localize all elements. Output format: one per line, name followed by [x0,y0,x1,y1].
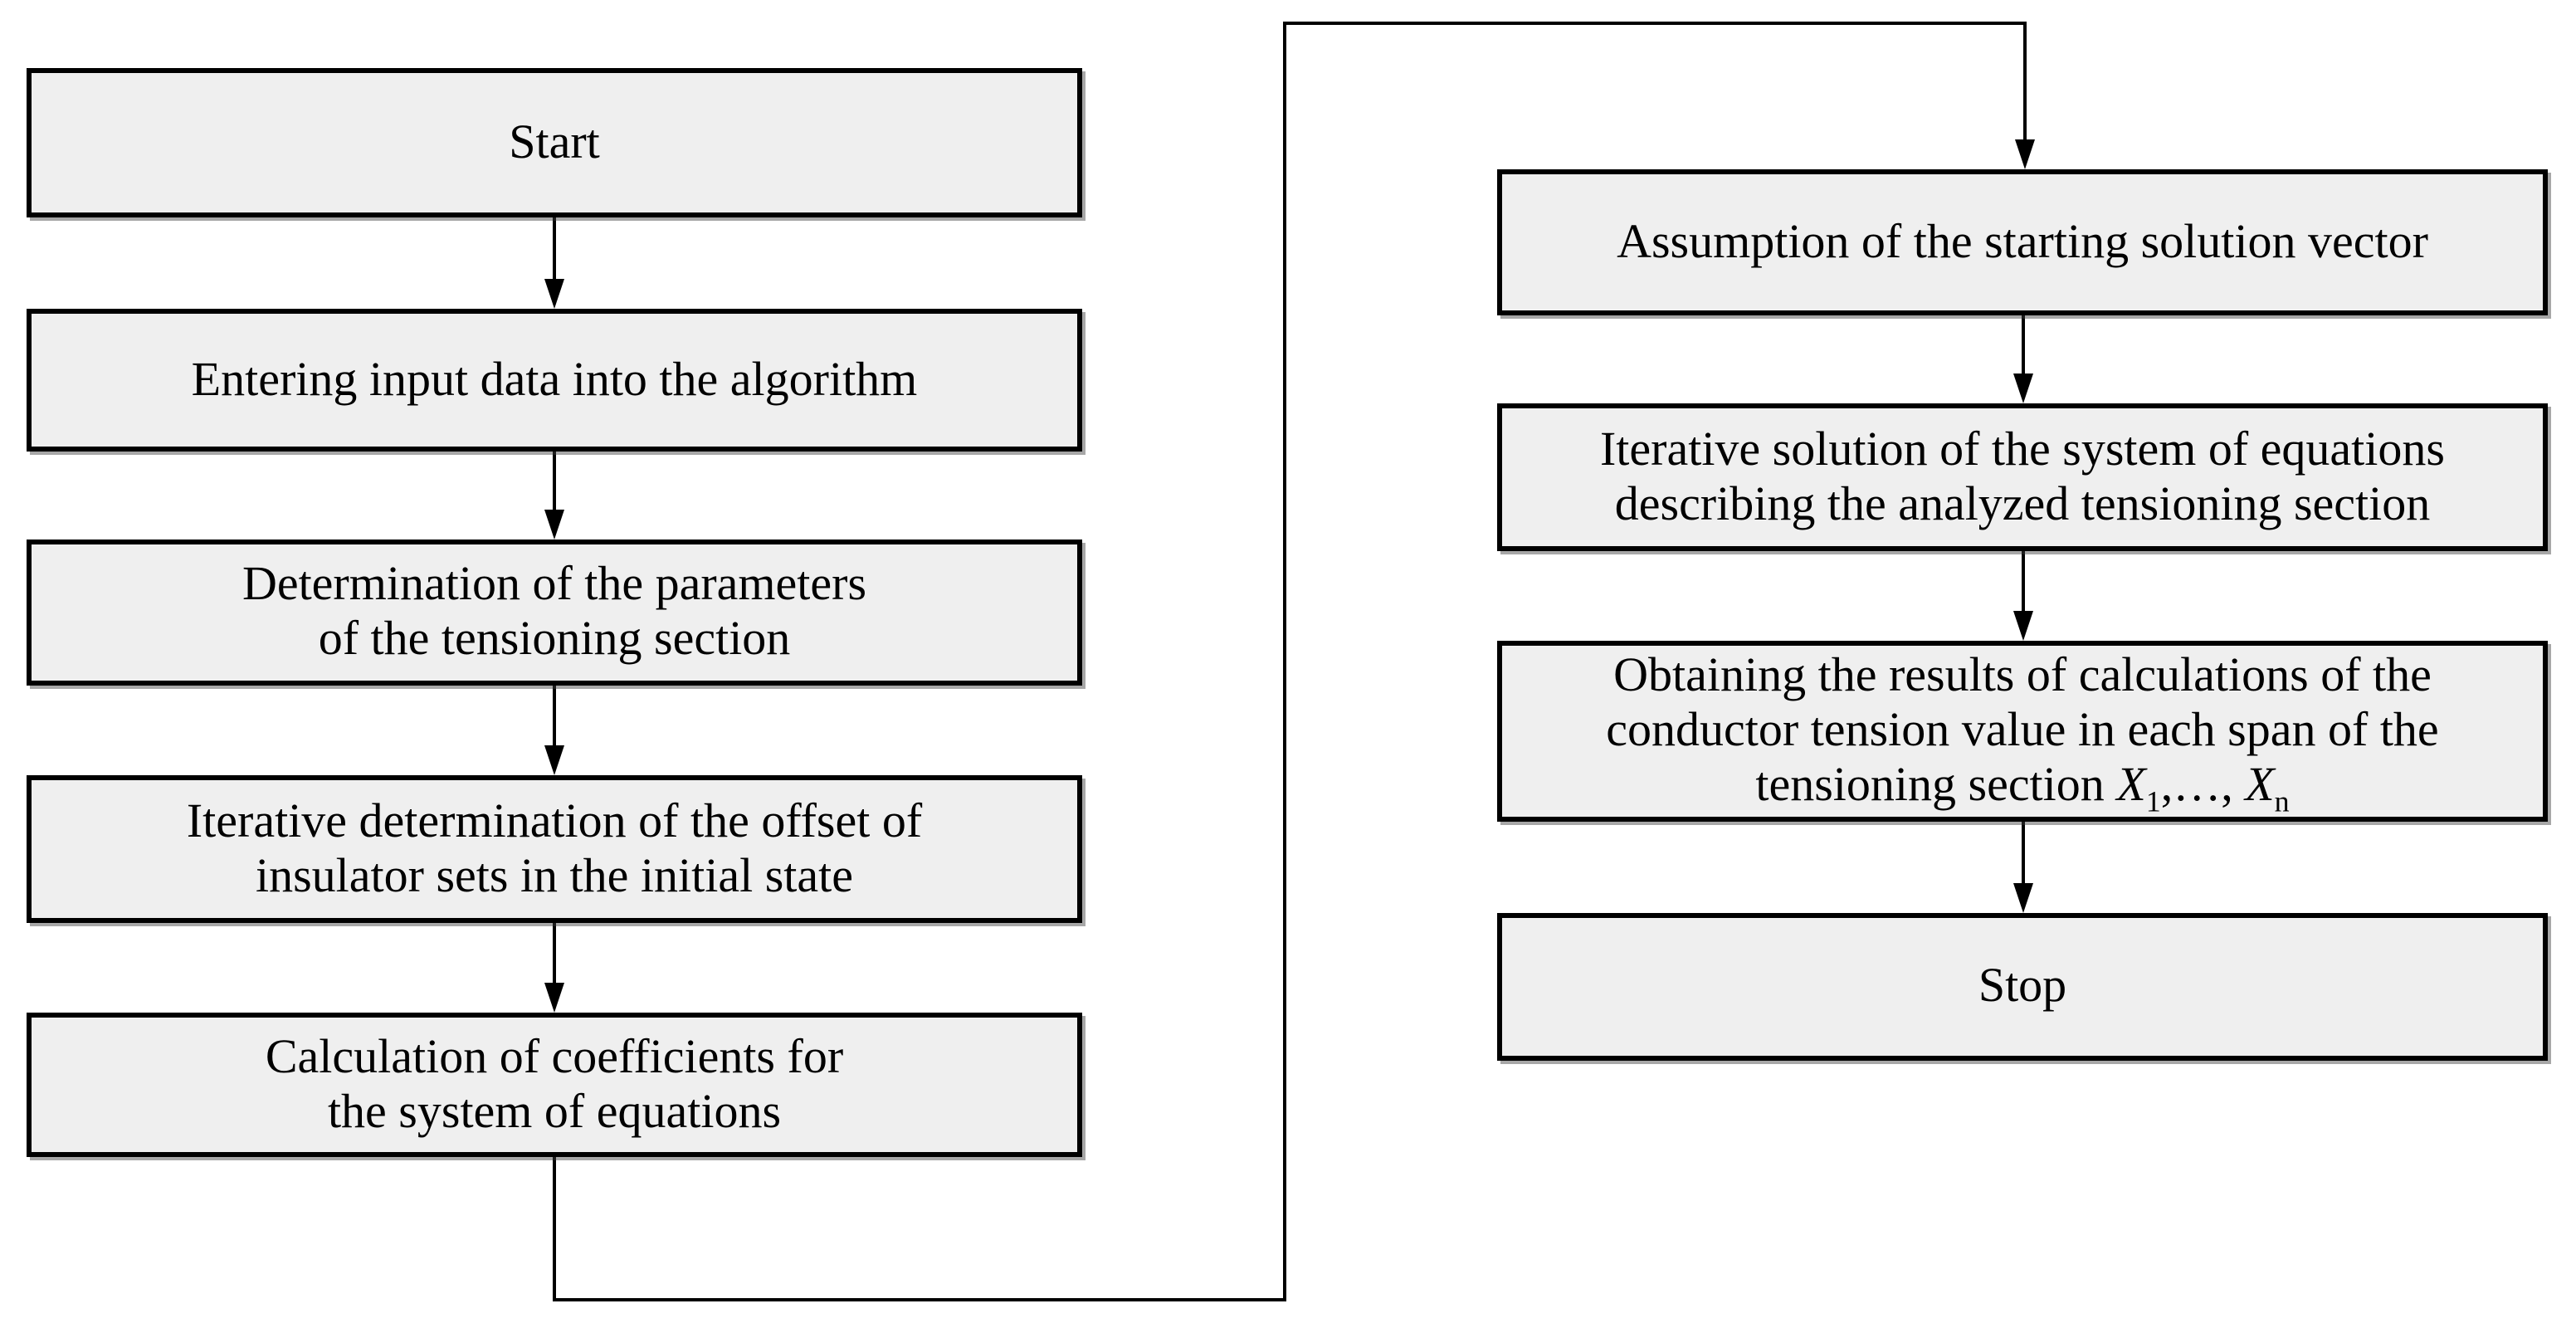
node-stop: Stop [1497,913,2548,1061]
node-obtaining-results: Obtaining the results of calculations of… [1497,641,2548,822]
arrowhead [544,983,564,1013]
node-label-line: insulator sets in the initial state [255,849,854,902]
node-entering-input-data: Entering input data into the algorithm [27,309,1082,452]
node-label-line: Determination of the parameters [242,558,867,611]
formula-variable: X [2116,759,2146,812]
arrowhead [2013,611,2033,641]
node-label-formula: tensioning section X1,…, Xn [1755,759,2289,817]
arrowhead [544,510,564,540]
node-label: Stop [1978,959,2067,1013]
node-label-line: the system of equations [327,1085,782,1138]
arrowhead [2015,139,2035,169]
formula-variable: X [2245,759,2275,812]
node-determination-parameters: Determination of the parameters of the t… [27,540,1082,686]
node-label: Entering input data into the algorithm [191,353,918,406]
arrowhead [2013,374,2033,403]
formula-prefix: tensioning section [1755,759,2117,812]
arrowhead [544,279,564,309]
node-label: Start [509,115,600,168]
node-label-line: of the tensioning section [318,613,791,666]
node-start: Start [27,68,1082,217]
node-label-line: conductor tension value in each span of … [1606,704,2439,757]
arrowhead [544,745,564,775]
formula-subscript: n [2274,784,2290,818]
formula-separator: ,…, [2160,759,2246,812]
node-iterative-solution: Iterative solution of the system of equa… [1497,403,2548,551]
node-label-line: Iterative determination of the offset of [186,794,923,847]
node-calculation-coefficients: Calculation of coefficients for the syst… [27,1013,1082,1157]
arrowhead [2013,883,2033,913]
node-iterative-offset-determination: Iterative determination of the offset of… [27,775,1082,923]
node-label-line: Iterative solution of the system of equa… [1599,422,2445,476]
node-label: Assumption of the starting solution vect… [1617,215,2428,268]
formula-subscript: 1 [2145,784,2161,818]
node-assumption-starting-vector: Assumption of the starting solution vect… [1497,169,2548,315]
node-label-line: describing the analyzed tensioning secti… [1614,477,2431,530]
node-label-line: Calculation of coefficients for [265,1030,844,1083]
node-label-line: Obtaining the results of calculations of… [1613,649,2432,702]
